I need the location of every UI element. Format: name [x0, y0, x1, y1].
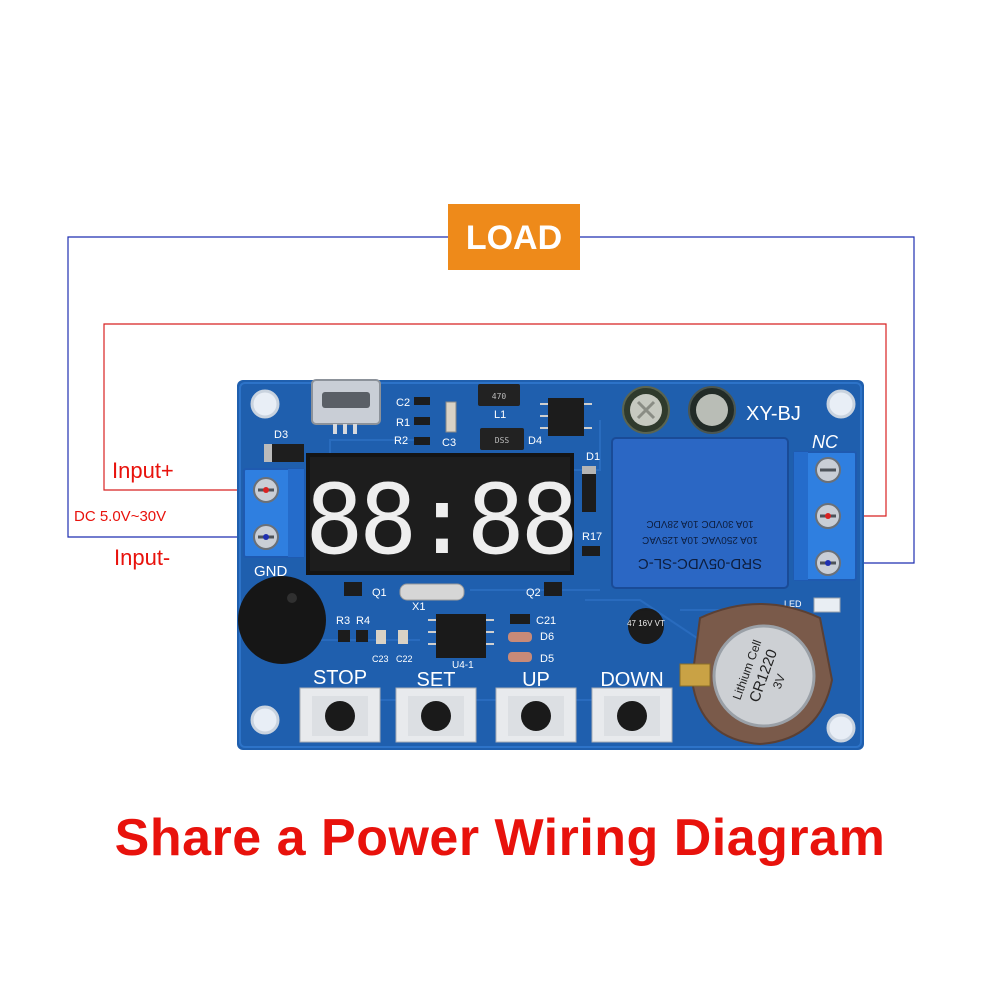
stop-label: STOP	[313, 667, 367, 689]
board-model: XY-BJ	[746, 403, 801, 425]
relay: SRD-05VDC-SL-C 10A 250VAC 10A 125VAC 10A…	[611, 437, 789, 589]
label-l1: L1	[494, 409, 506, 421]
display-digits: 88:88	[306, 464, 575, 576]
label-x1: X1	[412, 601, 425, 613]
wires	[67, 236, 915, 564]
label-r17: R17	[582, 531, 602, 543]
relay-line-2: 10A 250VAC 10A 125VAC	[642, 534, 758, 545]
input-range-label: DC 5.0V~30V	[74, 508, 166, 525]
battery-holder: Lithium Cell CR1220 3V	[679, 603, 834, 746]
label-c2: C2	[396, 397, 410, 409]
gnd-label: GND	[254, 563, 288, 580]
label-c21: C21	[536, 615, 556, 627]
label-r3: R3	[336, 615, 350, 627]
down-button[interactable]: DOWN	[591, 669, 673, 743]
label-led: LED	[784, 599, 802, 609]
set-label: SET	[417, 669, 456, 691]
label-d4: D4	[528, 435, 542, 447]
label-d5: D5	[540, 653, 554, 665]
stop-button[interactable]: STOP	[299, 667, 381, 743]
micro-usb-port	[311, 379, 381, 434]
load-box: LOAD	[448, 204, 580, 270]
label-d3: D3	[274, 429, 288, 441]
label-c3: C3	[442, 437, 456, 449]
battery-line-3: 3V	[770, 672, 788, 691]
terminal-nc-label: NC	[812, 432, 839, 452]
label-q2: Q2	[526, 587, 541, 599]
mounting-holes	[250, 389, 856, 743]
relay-line-1: SRD-05VDC-SL-C	[638, 555, 762, 572]
top-components: 470 DSS	[264, 384, 592, 462]
capacitors: 47 16V VT	[622, 386, 736, 644]
svg-text:470: 470	[492, 392, 507, 401]
status-led	[813, 597, 841, 613]
label-d6: D6	[540, 631, 554, 643]
diagram-caption: Share a Power Wiring Diagram	[114, 809, 886, 867]
label-c23: C23	[372, 654, 389, 664]
relay-line-3: 10A 30VDC 10A 28VDC	[646, 518, 753, 529]
up-button[interactable]: UP	[495, 669, 577, 743]
label-r2: R2	[394, 435, 408, 447]
set-button[interactable]: SET	[395, 669, 477, 743]
label-r4: R4	[356, 615, 370, 627]
input-plus-label: Input+	[112, 458, 174, 483]
label-u4: U4-1	[452, 660, 474, 671]
load-label: LOAD	[466, 219, 562, 257]
seven-segment-display: 88:88	[306, 453, 578, 576]
label-d1: D1	[586, 451, 600, 463]
component-labels: D3 C2 R1 R2 C3 L1 D4 D1 R17 Q1 Q2 X1 R3 …	[274, 397, 802, 671]
capacitor-label: 47 16V VT	[627, 619, 665, 628]
buzzer	[238, 576, 326, 664]
up-label: UP	[522, 669, 550, 691]
label-c22: C22	[396, 654, 413, 664]
down-label: DOWN	[600, 669, 663, 691]
push-buttons: STOP SET UP DOWN	[299, 667, 673, 743]
red-wire	[103, 323, 887, 517]
label-q1: Q1	[372, 587, 387, 599]
blue-wire-right	[580, 236, 915, 564]
output-terminal-block	[793, 451, 857, 581]
input-terminal-block	[243, 468, 305, 558]
input-minus-label: Input-	[114, 545, 170, 570]
label-r1: R1	[396, 417, 410, 429]
blue-wire	[67, 236, 448, 538]
svg-text:DSS: DSS	[495, 436, 510, 445]
